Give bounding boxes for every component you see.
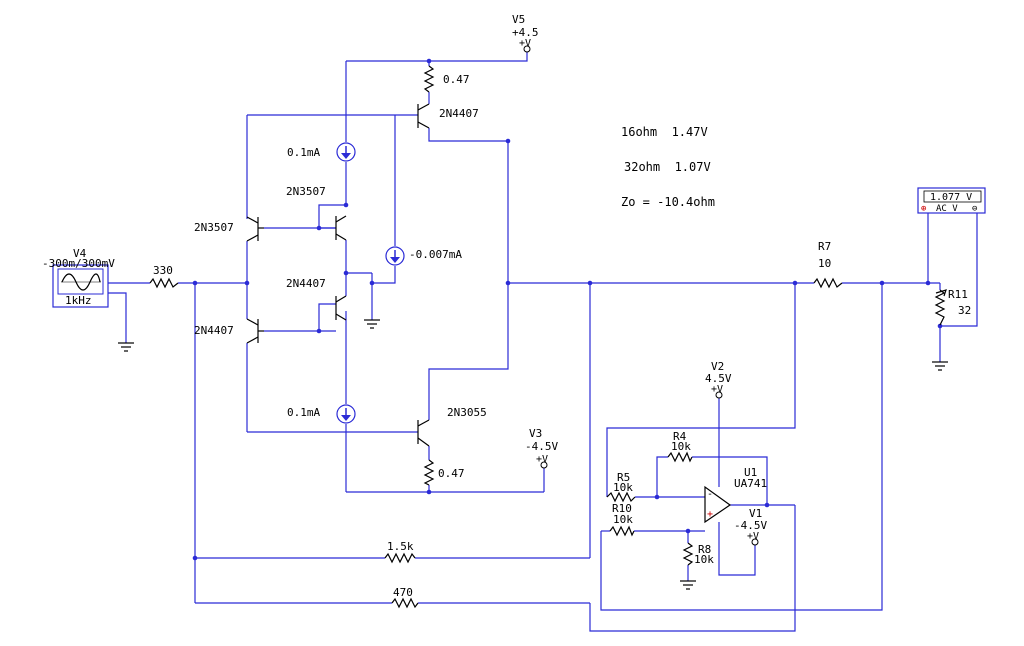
transistor-q-bot [417,419,430,447]
v1-name: V1 [749,507,762,520]
i-bot-label: 0.1mA [287,406,320,419]
r-top-value: 0.47 [443,73,470,86]
meter-mode: AC V [936,204,958,214]
q-mid-bot-label: 2N4407 [286,277,326,290]
q-mid-top-label: 2N3507 [286,185,326,198]
v2-value: 4.5V [705,372,732,385]
transistor-q-top [417,103,430,129]
opamp-minus-label: - [707,489,713,500]
q-top-label: 2N4407 [439,107,479,120]
ground-icon [364,319,380,329]
v4-name: V4 [73,247,87,260]
fb1-value: 1.5k [387,540,414,553]
r10-name: R10 [612,502,632,515]
current-source-top [336,142,356,162]
r8-value: 10k [694,553,714,566]
meter-plus-icon: ⊕ [921,204,926,214]
wires [108,52,978,632]
fb2-value: 470 [393,586,413,599]
ac-voltmeter: 1.077 V ⊕ AC V ⊖ [917,187,986,214]
transistor-q-left-bot [246,318,264,344]
q-bot-label: 2N3055 [447,406,487,419]
v5-unit: +V [519,38,531,49]
opamp-plus-label: + [707,509,713,520]
resistor-fb2 [391,597,419,609]
resistor-r10 [609,525,635,537]
v3-value: -4.5V [525,440,558,453]
resistor-r-in [149,277,179,289]
i-top-label: 0.1mA [287,146,320,159]
r10-value: 10k [613,513,633,526]
opamp-model: UA741 [734,477,767,490]
q-left-top-label: 2N3507 [194,221,234,234]
v3-unit: +V [536,454,548,465]
signal-source-v4 [52,264,109,308]
r5-value: 10k [613,481,633,494]
r-bot-value: 0.47 [438,467,465,480]
v1-unit: +V [747,531,759,542]
v4-freq: 1kHz [65,294,92,307]
supply-terminal-v3 [540,461,548,469]
resistor-r-top [423,65,435,93]
junction-dots [192,58,943,561]
v1-value: -4.5V [734,519,767,532]
v4-amplitude: -300m/300mV [42,257,115,270]
note-line-3: Zo = -10.4ohm [621,195,715,209]
meter-reading: 1.077 V [930,192,972,203]
v2-unit: +V [711,384,723,395]
note-line-2: 32ohm 1.07V [624,160,711,174]
v3-name: V3 [529,427,542,440]
resistor-r7 [813,277,843,289]
q-left-bot-label: 2N4407 [194,324,234,337]
r8-name: R8 [698,543,711,556]
meter-minus-icon: ⊖ [972,204,977,214]
r4-name: R4 [673,430,687,443]
resistor-fb1 [384,552,416,564]
resistor-r5 [606,491,636,503]
r5-name: R5 [617,471,630,484]
supply-terminal-v2 [715,391,723,399]
transistor-q-mid-top [335,215,347,241]
v2-name: V2 [711,360,724,373]
r7-name: R7 [818,240,831,253]
resistor-r11 [934,289,947,326]
v5-value: +4.5 [512,26,539,39]
current-source-bot [336,404,356,424]
note-line-1: 16ohm 1.47V [621,125,708,139]
r-in-value: 330 [153,264,173,277]
supply-terminal-v1 [751,538,759,546]
ground-icon [118,342,134,352]
r11-value: 32 [958,304,971,317]
i-mid-label: -0.007mA [409,248,462,261]
current-source-mid [385,246,405,266]
transistor-q-left-top [246,216,264,242]
ground-icon [932,361,948,371]
r7-value: 10 [818,257,831,270]
opamp-name: U1 [744,466,757,479]
v5-name: V5 [512,13,525,26]
resistor-r8 [682,542,694,566]
supply-terminal-v5 [523,45,531,53]
r11-name: R11 [948,288,968,301]
transistor-q-mid-bot [335,295,347,321]
resistor-r-bot [423,459,435,486]
opamp-u1: - + [704,485,732,524]
r4-value: 10k [671,440,691,453]
labels: V5 +4.5 +V V3 -4.5V +V V2 4.5V +V V1 -4.… [42,13,971,599]
resistor-r4 [667,451,693,463]
ground-icon [680,580,696,590]
